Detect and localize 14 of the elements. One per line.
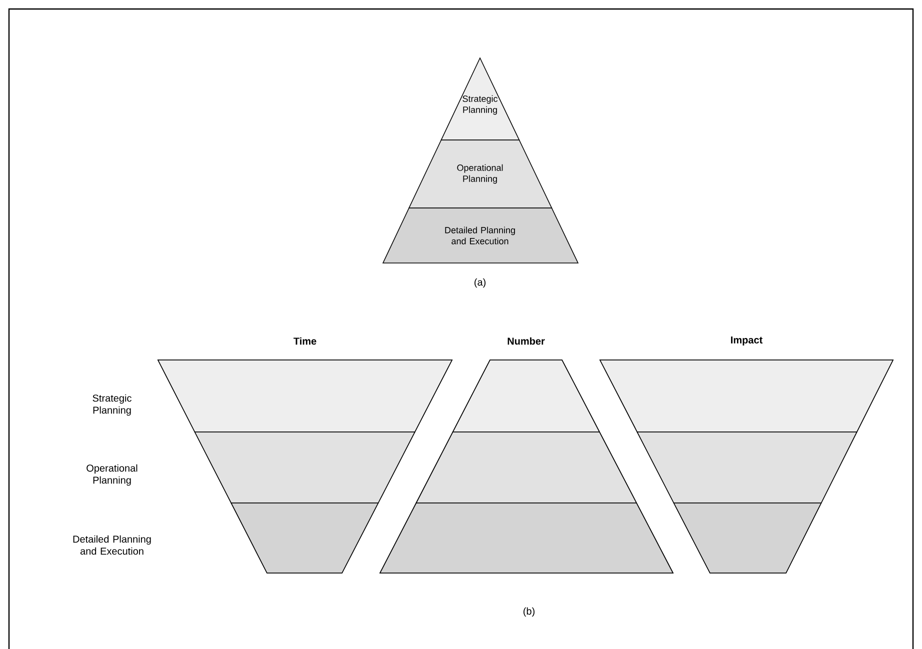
panel-caption: (a) bbox=[474, 278, 486, 288]
column-heading: Time bbox=[294, 337, 316, 345]
trapezoid-band bbox=[416, 432, 638, 504]
column-heading: Impact bbox=[731, 336, 762, 346]
panel-caption: (b) bbox=[524, 607, 534, 617]
row-label: Strategic Planning bbox=[92, 394, 132, 416]
row-label: Detailed Planning and Execution bbox=[73, 535, 151, 555]
trapezoid-band bbox=[230, 502, 379, 574]
trapezoid-band bbox=[636, 432, 858, 504]
trapezoid-band bbox=[452, 360, 600, 432]
row-label: Operational Planning bbox=[86, 464, 138, 486]
trapezoid-band bbox=[194, 432, 416, 504]
column-heading: Number bbox=[508, 337, 545, 345]
trapezoid-band bbox=[673, 502, 822, 574]
